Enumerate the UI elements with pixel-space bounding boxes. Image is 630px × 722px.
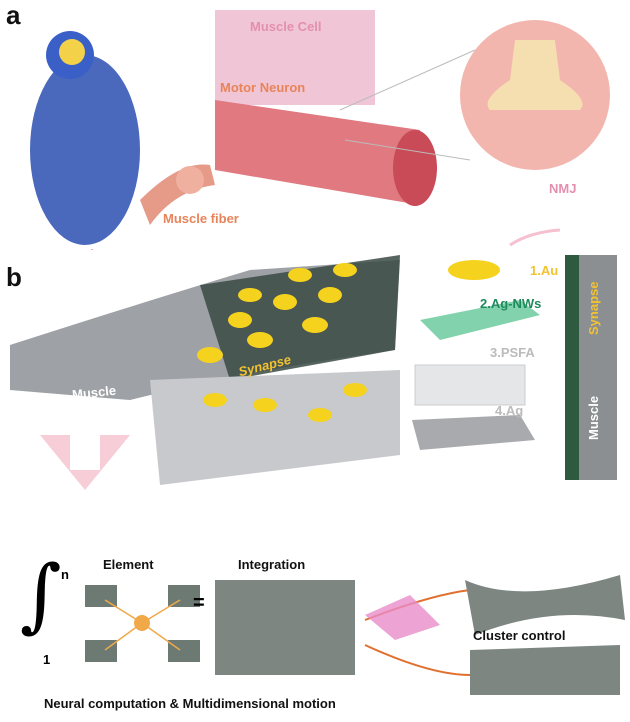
label-nmj: NMJ: [549, 181, 577, 196]
layer-label-au: 1.Au: [530, 263, 559, 278]
muscle-fiber-bundle: [215, 100, 420, 205]
label-motor-neuron: Motor Neuron: [220, 80, 306, 95]
layer-label-psfa: 3.PSFA: [490, 345, 535, 360]
caption: Neural computation & Multidimensional mo…: [44, 696, 336, 711]
panel-a-illustration: [30, 10, 610, 250]
panel-b-illustration: [10, 255, 617, 490]
cross-label-muscle: Muscle: [586, 395, 601, 440]
brain-icon: [59, 39, 85, 65]
cluster-shape-1: [465, 575, 625, 635]
panel-label-b: b: [6, 262, 22, 292]
label-integration: Integration: [238, 557, 306, 572]
layer-label-ag-nws: 2.Ag-NWs: [480, 296, 542, 311]
human-body: [30, 55, 140, 245]
bottom-illustration: [85, 575, 625, 695]
equals-sign: =: [193, 592, 205, 614]
label-muscle-fiber: Muscle fiber: [163, 211, 239, 226]
muscle-cell-tissue: [215, 10, 375, 105]
integral-lower: 1: [43, 652, 51, 667]
cross-label-synapse: Synapse: [586, 281, 601, 335]
label-element: Element: [103, 557, 154, 572]
layer-label-ag: 4.Ag: [495, 403, 524, 418]
integral-symbol: ∫: [20, 548, 62, 641]
integrated-array: [215, 580, 355, 675]
integral-upper: n: [61, 567, 69, 582]
label-muscle-cell: Muscle Cell: [250, 19, 322, 34]
cluster-shape-2: [470, 645, 620, 695]
label-cluster-control: Cluster control: [473, 628, 566, 643]
panel-label-a: a: [6, 0, 21, 30]
